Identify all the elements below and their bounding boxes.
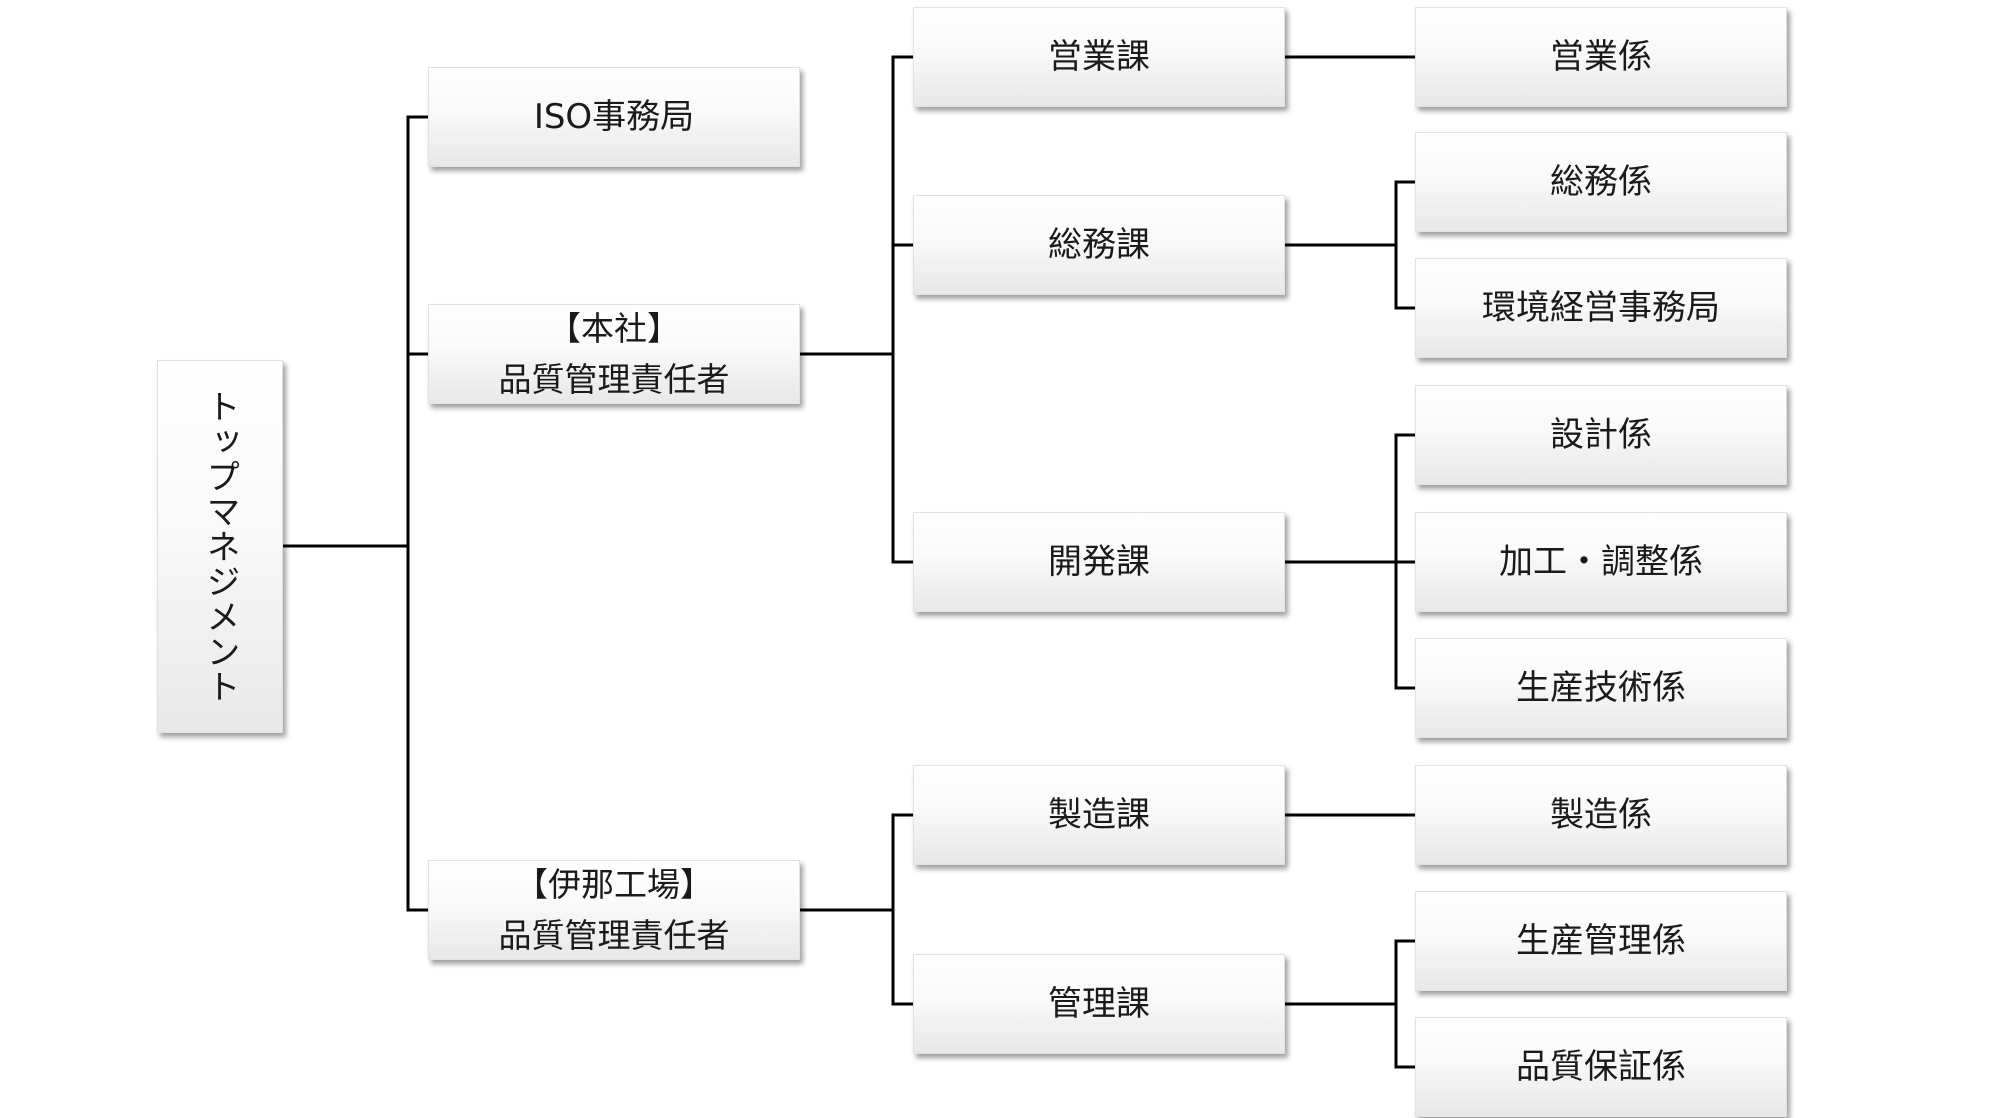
kanri-section-label: 管理課 [1048, 983, 1150, 1024]
hinshitsu-hosho-unit-box: 品質保証係 [1415, 1017, 1787, 1117]
eigyo-section-box: 営業課 [913, 7, 1285, 107]
kankyo-office-box: 環境経営事務局 [1415, 258, 1787, 358]
sekkei-unit-label: 設計係 [1550, 414, 1652, 455]
somu-unit-label: 総務係 [1550, 161, 1652, 202]
somu-section-box: 総務課 [913, 195, 1285, 295]
honsha-role-label: 品質管理責任者 [498, 360, 730, 399]
kako-unit-box: 加工・調整係 [1415, 512, 1787, 612]
honsha-quality-manager-box: 【本社】 品質管理責任者 [428, 304, 800, 404]
seisan-gijutsu-unit-box: 生産技術係 [1415, 638, 1787, 738]
kanri-section-box: 管理課 [913, 954, 1285, 1054]
kaihatsu-section-box: 開発課 [913, 512, 1285, 612]
seizo-unit-box: 製造係 [1415, 765, 1787, 865]
kako-unit-label: 加工・調整係 [1499, 541, 1703, 582]
honsha-label: 【本社】 [548, 308, 680, 348]
eigyo-unit-label: 営業係 [1550, 36, 1652, 77]
seisan-gijutsu-unit-label: 生産技術係 [1516, 667, 1686, 708]
eigyo-section-label: 営業課 [1048, 36, 1150, 77]
seizo-section-box: 製造課 [913, 765, 1285, 865]
kaihatsu-section-label: 開発課 [1048, 541, 1150, 582]
seizo-unit-label: 製造係 [1550, 794, 1652, 835]
ina-quality-manager-box: 【伊那工場】 品質管理責任者 [428, 860, 800, 960]
hinshitsu-hosho-unit-label: 品質保証係 [1516, 1046, 1686, 1087]
iso-office-box: ISO事務局 [428, 67, 800, 167]
eigyo-unit-box: 営業係 [1415, 7, 1787, 107]
seisan-kanri-unit-box: 生産管理係 [1415, 891, 1787, 991]
ina-role-label: 品質管理責任者 [498, 916, 730, 955]
top-management-box: トップマネジメント [157, 360, 283, 733]
somu-section-label: 総務課 [1048, 224, 1150, 265]
sekkei-unit-box: 設計係 [1415, 385, 1787, 485]
iso-office-label: ISO事務局 [533, 96, 695, 137]
kankyo-office-label: 環境経営事務局 [1482, 287, 1720, 328]
seisan-kanri-unit-label: 生産管理係 [1516, 920, 1686, 961]
ina-label: 【伊那工場】 [515, 864, 713, 904]
somu-unit-box: 総務係 [1415, 132, 1787, 232]
seizo-section-label: 製造課 [1048, 794, 1150, 835]
top-management-label: トップマネジメント [200, 389, 240, 704]
